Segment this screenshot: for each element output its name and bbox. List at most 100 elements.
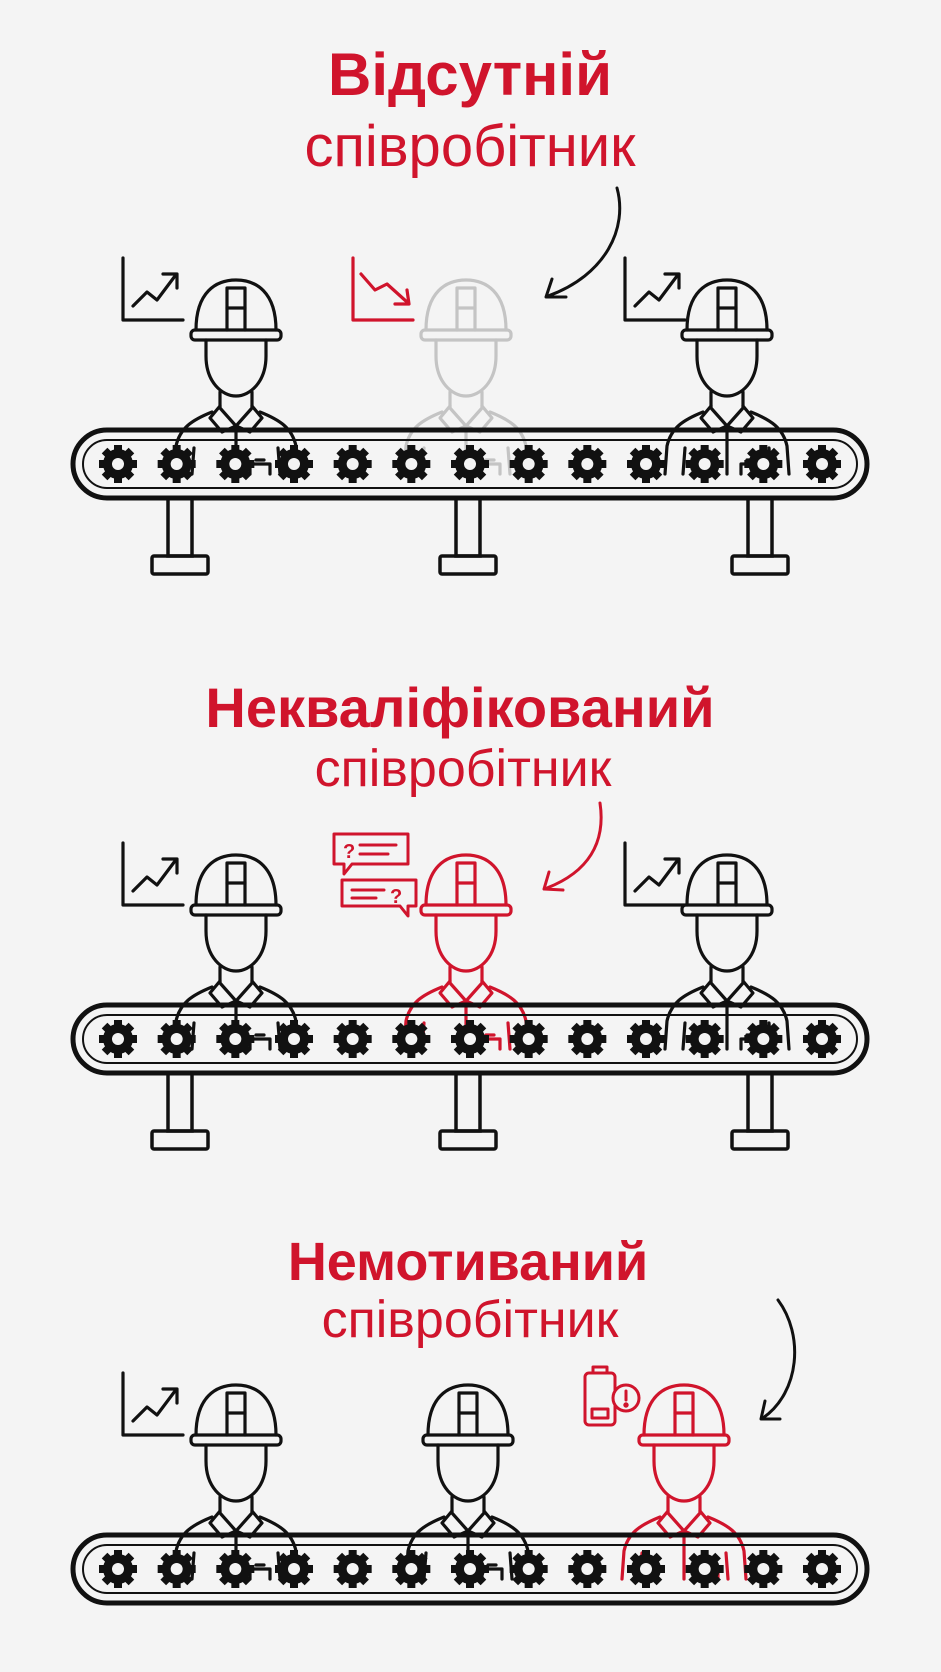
conveyor-belt (70, 427, 870, 501)
gear-icon (275, 1020, 313, 1058)
conveyor-leg (730, 496, 790, 576)
pointer-arrow-icon (545, 801, 603, 890)
gear-icon (509, 1550, 548, 1588)
worker-1 (172, 278, 300, 476)
head (204, 338, 268, 398)
trend-down-icon (351, 256, 415, 322)
trend-up-icon (121, 256, 185, 322)
question-chat-icon: ? ? (332, 832, 418, 918)
gear-icon (803, 445, 841, 483)
worker-2 (402, 278, 530, 476)
section-title: Відсутній (328, 41, 612, 108)
pointer-arrowhead (544, 277, 568, 299)
gear-icon (451, 445, 489, 483)
helmet-icon (680, 853, 774, 917)
svg-text:?: ? (390, 886, 402, 908)
conveyor (70, 853, 870, 1151)
gear-icon (451, 1550, 489, 1588)
helmet-icon (189, 278, 283, 342)
gear-icon (744, 1550, 783, 1588)
gear-icon (275, 1550, 313, 1588)
gear-icon (216, 1020, 255, 1058)
worker-3 (663, 853, 791, 1051)
conveyor-legs (150, 496, 790, 576)
worker-1 (172, 1383, 300, 1581)
gear-icon (392, 1550, 431, 1588)
gear-icon (333, 445, 372, 483)
gear-icon (157, 445, 196, 483)
head (204, 913, 268, 973)
worker-2 (404, 1383, 532, 1581)
head (695, 913, 759, 973)
helmet-icon (189, 853, 283, 917)
worker-2 (402, 853, 530, 1051)
gear-icon (99, 445, 137, 483)
gear-icon (157, 1020, 196, 1058)
gear-icon (392, 1020, 431, 1058)
gear-icon (509, 1020, 548, 1058)
gear-icon (275, 445, 313, 483)
helmet-icon (637, 1383, 731, 1447)
head (434, 913, 498, 973)
gear-icon (509, 445, 548, 483)
conveyor-leg (438, 496, 498, 576)
helmet-icon (419, 853, 513, 917)
gear-icon (803, 1020, 841, 1058)
gear-icon (568, 445, 607, 483)
gear-icon (744, 1020, 783, 1058)
conveyor-leg (150, 496, 210, 576)
gear-icon (99, 1550, 137, 1588)
gear-icon (451, 1020, 489, 1058)
conveyor (70, 278, 870, 576)
helmet-icon (189, 1383, 283, 1447)
gear-icon (99, 1020, 137, 1058)
section-unqualified-employee: Некваліфікований співробітник ? ? (70, 676, 870, 1151)
helmet-icon (421, 1383, 515, 1447)
gear-icon (568, 1020, 607, 1058)
worker-3 (663, 278, 791, 476)
gear-icon (685, 445, 724, 483)
low-battery-alert-icon (583, 1365, 641, 1427)
trend-up-icon (121, 1371, 185, 1437)
conveyor-legs (150, 1071, 790, 1151)
section-subtitle: співробітник (322, 1291, 619, 1349)
gear-icon (333, 1550, 372, 1588)
worker-1 (172, 853, 300, 1051)
pointer-arrow-icon (761, 1298, 797, 1420)
conveyor-belt (70, 1532, 870, 1606)
pointer-arrow-icon (546, 186, 622, 298)
gear-icon (803, 1550, 841, 1588)
gear-icon (333, 1020, 372, 1058)
gear-icon (627, 1550, 665, 1588)
head (652, 1443, 716, 1503)
gear-icon (157, 1550, 196, 1588)
conveyor-leg (150, 1071, 210, 1151)
conveyor-belt (70, 1002, 870, 1076)
conveyor-leg (438, 1071, 498, 1151)
conveyor (70, 1383, 870, 1606)
gear-icon (685, 1020, 724, 1058)
section-absent-employee: Відсутній співробітник (70, 41, 870, 576)
helmet-icon (419, 278, 513, 342)
worker-3 (620, 1383, 748, 1581)
gear-icon (568, 1550, 607, 1588)
trend-up-icon (121, 841, 185, 907)
head (695, 338, 759, 398)
trend-up-icon (623, 256, 687, 322)
head (204, 1443, 268, 1503)
helmet-icon (680, 278, 774, 342)
gear-icon (744, 445, 783, 483)
section-subtitle: співробітник (304, 114, 636, 179)
pointer-arrowhead (759, 1399, 782, 1421)
gear-icon (216, 1550, 255, 1588)
section-title: Немотиваний (288, 1232, 648, 1292)
gear-icon (627, 1020, 665, 1058)
trend-up-icon (623, 841, 687, 907)
section-subtitle: співробітник (315, 740, 612, 798)
gear-icon (392, 445, 431, 483)
svg-text:?: ? (343, 841, 355, 863)
gear-icon (216, 445, 255, 483)
head (436, 1443, 500, 1503)
gear-icon (627, 445, 665, 483)
